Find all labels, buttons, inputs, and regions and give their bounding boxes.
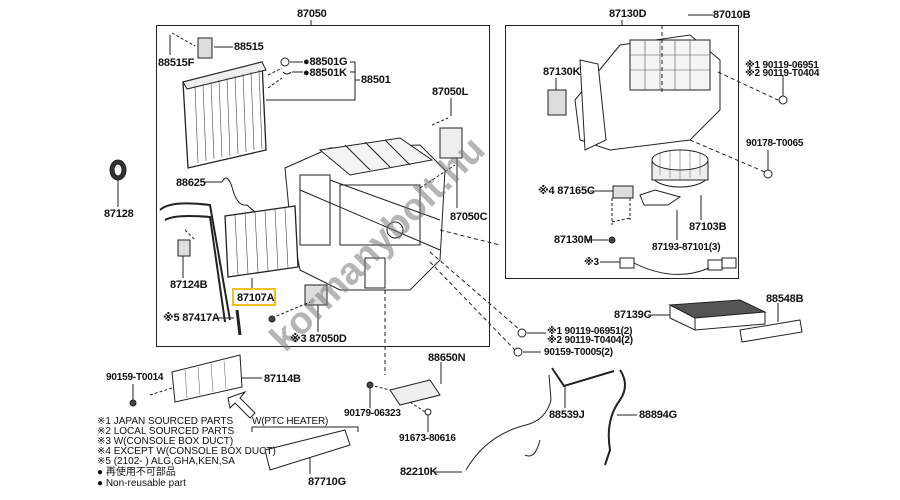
part-90119-T0404[interactable]: ※2 90119-T0404 <box>745 68 820 79</box>
hose-88539J-drawing <box>551 367 615 388</box>
part-91673-80616[interactable]: 91673-80616 <box>399 433 456 444</box>
part-87050L[interactable]: 87050L <box>432 86 469 98</box>
clamp-87124B-drawing <box>177 239 191 257</box>
highlight-box-87107A <box>232 288 276 306</box>
note-3: ※3 W(CONSOLE BOX DUCT) <box>97 436 234 447</box>
group-box-87130D <box>505 25 739 279</box>
heater-core-drawing <box>224 205 299 278</box>
part-87139C[interactable]: 87139C <box>614 309 652 321</box>
part-harness-x3[interactable]: ※3 <box>584 257 599 268</box>
part-87128[interactable]: 87128 <box>104 208 134 220</box>
blower-case-drawing <box>574 34 721 151</box>
part-88515F[interactable]: 88515F <box>158 57 195 69</box>
part-90119-06951-2[interactable]: ※1 90119-06951(2) <box>547 326 633 337</box>
part-90179-06323[interactable]: 90179-06323 <box>344 408 401 419</box>
note-1: ※1 JAPAN SOURCED PARTS <box>97 416 234 427</box>
part-87417A[interactable]: ※5 87417A <box>163 312 220 324</box>
part-87193-87101[interactable]: 87193-87101(3) <box>652 242 721 253</box>
part-88548B[interactable]: 88548B <box>766 293 804 305</box>
bolt-88515F <box>171 32 196 47</box>
evaporator-drawing <box>182 61 267 169</box>
note-non-reusable-jp: ● 再使用不可部品 <box>97 467 176 478</box>
part-88894G[interactable]: 88894G <box>639 409 677 421</box>
part-88501K[interactable]: ●88501K <box>303 67 347 79</box>
part-90119-06951[interactable]: ※1 90119-06951 <box>745 60 819 71</box>
part-87114B[interactable]: 87114B <box>264 373 301 385</box>
harness-82210K-drawing <box>465 374 552 471</box>
part-88625[interactable]: 88625 <box>176 177 206 189</box>
part-87130M[interactable]: 87130M <box>554 234 593 246</box>
part-88515[interactable]: 88515 <box>234 41 264 53</box>
cover-88548B-drawing <box>739 319 803 343</box>
part-88501[interactable]: 88501 <box>361 74 391 86</box>
hose-88894G-drawing <box>604 369 626 466</box>
heater-pipes-drawing <box>159 202 231 323</box>
servo-87130K-drawing <box>547 89 567 116</box>
part-87103B[interactable]: 87103B <box>689 221 727 233</box>
pipe-87417A-drawing <box>235 309 242 336</box>
group-label-87050[interactable]: 87050 <box>297 8 327 20</box>
resistor-87165C-drawing <box>612 185 634 199</box>
part-87010B[interactable]: 87010B <box>713 9 751 21</box>
note-5: ※5 (2102- ) ALG,GHA,KEN,SA <box>97 456 235 467</box>
part-87050C[interactable]: 87050C <box>450 211 488 223</box>
part-88501G[interactable]: ●88501G <box>303 56 348 68</box>
ptc-heater-87710G-drawing <box>264 429 351 471</box>
expansion-valve-drawing <box>197 37 213 59</box>
note-4: ※4 EXCEPT W(CONSOLE BOX DUCT) <box>97 446 276 457</box>
part-82210K[interactable]: 82210K <box>400 466 438 478</box>
part-90178-T0065[interactable]: 90178-T0065 <box>746 138 804 149</box>
arrow-icon <box>227 390 256 419</box>
part-90119-T0404-2[interactable]: ※2 90119-T0404(2) <box>547 335 633 346</box>
ptc-heater-87114B-drawing <box>171 354 243 403</box>
hvac-housing-drawing <box>284 137 446 291</box>
blower-motor-drawing <box>639 149 709 206</box>
part-87107A[interactable]: 87107A <box>237 292 275 304</box>
ecu-88650N-drawing <box>389 379 441 406</box>
part-87165C[interactable]: ※4 87165C <box>538 185 595 197</box>
part-88650N[interactable]: 88650N <box>428 352 466 364</box>
part-90159-T0005[interactable]: 90159-T0005(2) <box>544 347 613 358</box>
part-88539J[interactable]: 88539J <box>549 409 585 421</box>
part-87130K[interactable]: 87130K <box>543 66 581 78</box>
part-87050D[interactable]: ※3 87050D <box>290 333 347 345</box>
note-non-reusable-en: ● Non-reusable part <box>97 478 186 489</box>
ptc-heater-label: W(PTC HEATER) <box>252 416 329 427</box>
sensor-88625-drawing <box>221 177 258 214</box>
actuator-87050D-drawing <box>304 284 328 306</box>
group-box-87050 <box>156 25 490 347</box>
part-90159-T0014[interactable]: 90159-T0014 <box>106 372 164 383</box>
actuator-87050L-drawing <box>439 127 463 159</box>
part-87710G[interactable]: 87710G <box>308 476 346 488</box>
group-label-87130D[interactable]: 87130D <box>609 8 647 20</box>
note-2: ※2 LOCAL SOURCED PARTS <box>97 426 235 437</box>
part-87124B[interactable]: 87124B <box>170 279 208 291</box>
